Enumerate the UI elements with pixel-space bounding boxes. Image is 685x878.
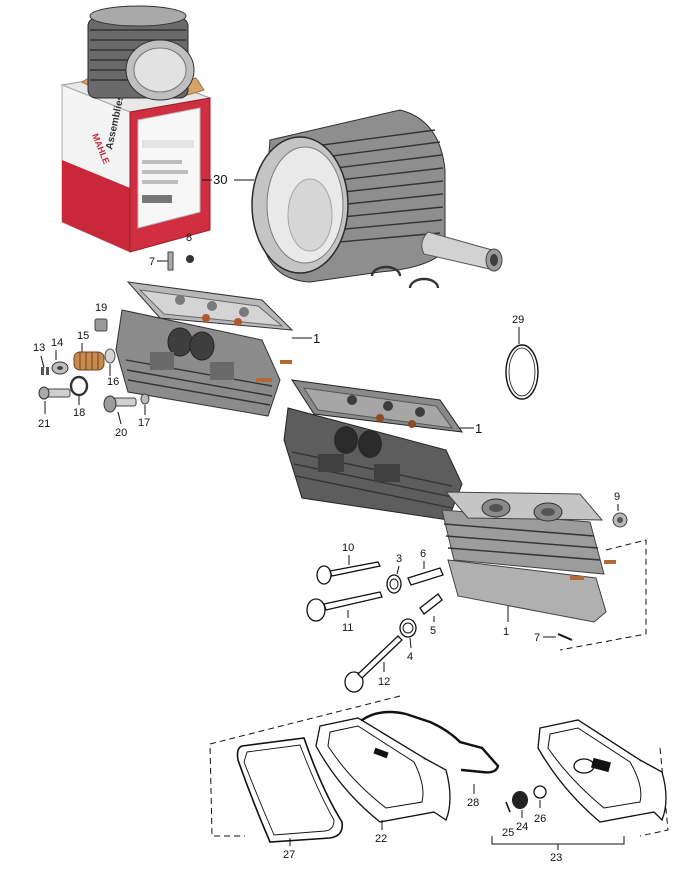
callout-21: 21 bbox=[38, 418, 50, 430]
callout-20: 20 bbox=[115, 427, 127, 439]
callout-5: 5 bbox=[430, 625, 436, 637]
valve-spring-15-icon bbox=[73, 351, 105, 371]
valve-cover-gasket-27 bbox=[236, 737, 344, 843]
nut-8-icon bbox=[186, 255, 194, 263]
cylinder-barrel bbox=[251, 109, 446, 283]
callout-16: 16 bbox=[107, 376, 119, 388]
stud-7b-icon bbox=[557, 633, 573, 641]
callout-7-lower: 7 bbox=[534, 632, 540, 644]
group-bracket-covers bbox=[209, 695, 401, 837]
keepers-13-icon bbox=[41, 367, 49, 375]
spring-washer-16-icon bbox=[104, 348, 116, 364]
valve-seat-3-drawing bbox=[386, 574, 402, 594]
callout-22: 22 bbox=[375, 833, 387, 845]
cylinder-head-lower bbox=[441, 491, 616, 623]
group-bracket-covers-right bbox=[639, 747, 669, 837]
callout-3: 3 bbox=[396, 553, 402, 565]
valve-guide-5-drawing bbox=[419, 593, 443, 615]
cap-26-icon bbox=[533, 785, 547, 799]
leader-13 bbox=[40, 355, 45, 369]
callout-11: 11 bbox=[342, 622, 353, 634]
pin-25-icon bbox=[505, 801, 511, 813]
callout-23: 23 bbox=[550, 852, 562, 864]
valve-cover-22 bbox=[315, 717, 451, 823]
callout-7-top: 7 bbox=[149, 256, 155, 268]
seal-17-icon bbox=[140, 393, 150, 405]
callout-8: 8 bbox=[186, 232, 192, 244]
mahle-kit-box: MAHLE Assemblies bbox=[60, 69, 212, 253]
wrist-pin bbox=[421, 231, 503, 272]
piston-circlips bbox=[370, 265, 440, 289]
leader-3 bbox=[396, 565, 400, 575]
callout-10: 10 bbox=[342, 542, 354, 554]
retainer-14-icon bbox=[51, 361, 69, 375]
callout-18: 18 bbox=[73, 407, 85, 419]
callout-17: 17 bbox=[138, 417, 150, 429]
callout-28: 28 bbox=[467, 797, 479, 809]
callout-1-middle: 1 bbox=[475, 421, 482, 436]
callout-12: 12 bbox=[378, 676, 390, 688]
o-ring-18-icon bbox=[69, 375, 89, 397]
callout-24: 24 bbox=[516, 821, 528, 833]
breather-24-icon bbox=[512, 791, 528, 809]
leader-4 bbox=[409, 637, 412, 649]
valve-seat-4-drawing bbox=[399, 618, 417, 638]
callout-13: 13 bbox=[33, 342, 45, 354]
cylinder-head-middle bbox=[283, 379, 464, 521]
callout-27: 27 bbox=[283, 849, 295, 861]
callout-4: 4 bbox=[407, 651, 413, 663]
callout-19: 19 bbox=[95, 302, 107, 314]
callout-9: 9 bbox=[614, 491, 620, 503]
leader-20 bbox=[117, 411, 122, 425]
callout-29: 29 bbox=[512, 314, 524, 326]
group-bracket-head bbox=[559, 539, 647, 651]
valve-guide-6-drawing bbox=[407, 567, 444, 586]
callout-15: 15 bbox=[77, 330, 89, 342]
valve-guide-19-icon bbox=[94, 318, 108, 332]
boxed-cylinder-piston bbox=[87, 5, 195, 101]
valve-10-drawing bbox=[316, 561, 381, 585]
callout-14: 14 bbox=[51, 337, 63, 349]
spring-clip-28 bbox=[360, 710, 500, 774]
gasket-ring-29 bbox=[505, 344, 539, 400]
valve-12-drawing bbox=[344, 635, 403, 693]
callout-25: 25 bbox=[502, 827, 514, 839]
valve-20-icon bbox=[103, 395, 137, 413]
valve-21-icon bbox=[38, 386, 71, 400]
cylinder-head-upper bbox=[115, 281, 294, 417]
valve-11-drawing bbox=[306, 591, 383, 622]
valve-cover-23 bbox=[537, 719, 667, 823]
callout-1-upper: 1 bbox=[313, 331, 320, 346]
nut-9-icon bbox=[612, 512, 628, 528]
callout-30: 30 bbox=[213, 172, 227, 187]
callout-1-lower: 1 bbox=[503, 626, 509, 638]
stud-7-icon bbox=[167, 251, 174, 271]
callout-26: 26 bbox=[534, 813, 546, 825]
callout-6: 6 bbox=[420, 548, 426, 560]
